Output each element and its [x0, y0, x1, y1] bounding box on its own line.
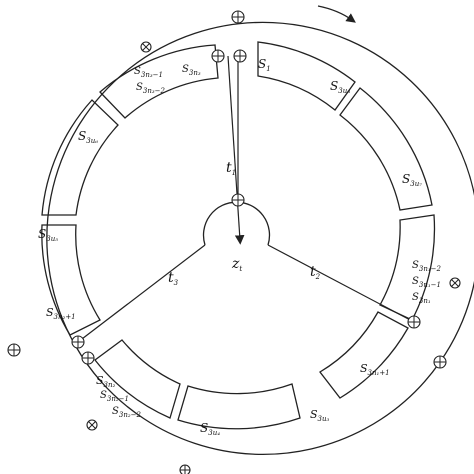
xnode-top	[140, 41, 152, 53]
node-right-a	[407, 315, 421, 329]
label-s3n2m2: S3n₂−2	[112, 406, 141, 419]
node-left-a	[71, 335, 85, 349]
segment-s3n1-group	[379, 214, 436, 321]
arrow-to-zt	[227, 55, 245, 245]
label-s3u4: S3u₄	[200, 421, 220, 437]
direction-arrow	[317, 5, 356, 23]
segment-s3n2-group	[94, 339, 181, 419]
label-s3n3m1: S3n₃−1	[134, 66, 163, 79]
label-s3n1: S3n₁	[412, 292, 431, 305]
label-s3n2m1: S3n₂−1	[100, 390, 129, 403]
node-bottom	[179, 464, 191, 474]
outer-ring-arc	[46, 21, 474, 363]
node-top-left	[211, 49, 225, 63]
segment-s3u7	[339, 87, 433, 211]
label-t1: t1	[226, 160, 236, 177]
label-s3u5: S3u₅	[38, 227, 58, 243]
label-s3n3m2: S3n₃−2	[136, 82, 165, 95]
node-top	[231, 10, 245, 24]
label-s3n1p1: S3n₁+1	[360, 362, 390, 377]
label-s3n2: S3n₂	[96, 374, 116, 389]
segment-s3n3-group	[99, 44, 219, 119]
spoke-t3	[77, 244, 206, 343]
segment-s3n1p1	[319, 311, 409, 399]
label-s3n1m2: S3n₁−2	[412, 260, 441, 273]
hub-circle	[202, 201, 271, 246]
label-s3u3: S3u₃	[310, 408, 330, 423]
node-right-b	[433, 355, 447, 369]
label-s3n1m1: S3n₁−1	[412, 276, 441, 289]
label-s1: S1	[258, 57, 271, 73]
node-hub	[231, 193, 245, 207]
label-t3: t3	[168, 270, 179, 287]
outer-ring-arc-lower	[74, 344, 441, 456]
label-s3u8: S3u₈	[330, 79, 350, 95]
label-s3n3: S3n₃	[182, 64, 201, 77]
label-s3n2p1: S3n₂+1	[46, 306, 76, 321]
segment-s3u4	[177, 383, 301, 430]
label-s3u7: S3u₇	[402, 172, 422, 188]
label-s3u6: S3u₆	[78, 129, 98, 145]
label-zt: zt	[231, 256, 242, 273]
label-t2: t2	[310, 264, 321, 281]
segment-s3u5	[41, 224, 101, 336]
node-left-outer	[7, 343, 21, 357]
segment-s3u6	[41, 99, 119, 216]
xnode-right	[449, 277, 461, 289]
node-top-right	[233, 49, 247, 63]
segment-s1	[257, 41, 356, 111]
node-left-b	[81, 351, 95, 365]
xnode-bottom	[86, 419, 98, 431]
